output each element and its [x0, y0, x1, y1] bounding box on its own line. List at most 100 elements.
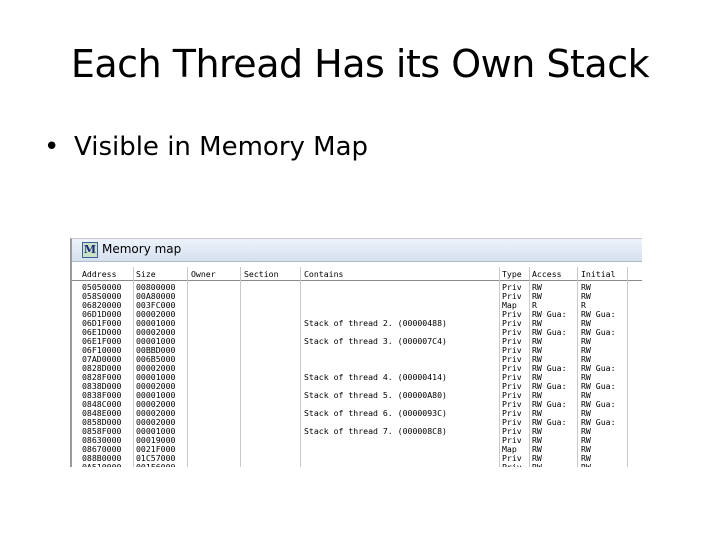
- column-header-type[interactable]: Type: [502, 269, 522, 279]
- column-header-section[interactable]: Section: [244, 269, 279, 279]
- cell-type: Priv: [502, 363, 522, 373]
- cell-size: 00001000: [136, 336, 176, 346]
- cell-access: RW Gua:: [532, 363, 567, 373]
- cell-address: 0828D000: [82, 363, 122, 373]
- cell-type: Priv: [502, 417, 522, 427]
- cell-access: RW: [532, 336, 542, 346]
- cell-size: 00001000: [136, 318, 176, 328]
- column-header-size[interactable]: Size: [136, 269, 156, 279]
- cell-address: 05050000: [82, 282, 122, 292]
- column-gridline: [133, 267, 134, 467]
- bullet-dot: •: [44, 132, 60, 162]
- bullet-item: • Visible in Memory Map: [44, 132, 368, 162]
- cell-address: 0848C000: [82, 399, 122, 409]
- cell-type: Priv: [502, 372, 522, 382]
- cell-initial: RW Gua:: [581, 381, 616, 391]
- cell-contains: Stack of thread 7. (000008C8): [304, 426, 447, 436]
- cell-type: Priv: [502, 345, 522, 355]
- cell-address: 06D1F000: [82, 318, 122, 328]
- cell-size: 00002000: [136, 363, 176, 373]
- cell-access: RW: [532, 408, 542, 418]
- cell-size: 00002000: [136, 417, 176, 427]
- cell-size: 01C57000: [136, 453, 176, 463]
- cell-contains: Stack of thread 3. (000007C4): [304, 336, 447, 346]
- table-row[interactable]: 0848E000 00002000 Stack of thread 6. (0000…: [72, 409, 642, 418]
- cell-access: RW: [532, 453, 542, 463]
- cell-access: RW: [532, 282, 542, 292]
- cell-address: 06820000: [82, 300, 122, 310]
- cell-size: 00001000: [136, 426, 176, 436]
- column-gridline: [627, 267, 628, 467]
- cell-access: RW: [532, 435, 542, 445]
- cell-type: Priv: [502, 453, 522, 463]
- cell-size: 00002000: [136, 408, 176, 418]
- cell-initial: RW: [581, 318, 591, 328]
- cell-address: 06E1D000: [82, 327, 122, 337]
- memory-map-window: M Memory map Address Size Owner Section …: [70, 238, 642, 467]
- column-gridline: [529, 267, 530, 467]
- cell-type: Priv: [502, 291, 522, 301]
- bullet-text: Visible in Memory Map: [74, 132, 369, 162]
- window-title: Memory map: [102, 242, 182, 256]
- cell-initial: RW: [581, 282, 591, 292]
- column-header-access[interactable]: Access: [532, 269, 562, 279]
- table-row[interactable]: 06D1F000 00001000 Stack of thread 2. (0000…: [72, 319, 642, 328]
- cell-address: 06D1D000: [82, 309, 122, 319]
- cell-address: 06E1F000: [82, 336, 122, 346]
- column-header-row: Address Size Owner Section Contains Type…: [72, 268, 642, 281]
- cell-size: 0021F000: [136, 444, 176, 454]
- cell-initial: RW: [581, 453, 591, 463]
- column-header-address[interactable]: Address: [82, 269, 117, 279]
- cell-contains: Stack of thread 6. (0000093C): [304, 408, 447, 418]
- window-titlebar[interactable]: M Memory map: [72, 239, 642, 262]
- cell-address: 07AD0000: [82, 354, 122, 364]
- cell-address: 0A510000: [82, 462, 122, 468]
- column-header-initial[interactable]: Initial: [581, 269, 616, 279]
- cell-type: Priv: [502, 318, 522, 328]
- column-header-owner[interactable]: Owner: [191, 269, 216, 279]
- column-gridline: [499, 267, 500, 467]
- cell-initial: RW: [581, 435, 591, 445]
- cell-initial: RW: [581, 291, 591, 301]
- cell-contains: Stack of thread 2. (00000488): [304, 318, 447, 328]
- cell-access: RW: [532, 354, 542, 364]
- cell-initial: RW Gua:: [581, 417, 616, 427]
- cell-access: RW: [532, 426, 542, 436]
- table-row[interactable]: 06E1F000 00001000 Stack of thread 3. (0000…: [72, 337, 642, 346]
- cell-access: RW: [532, 462, 542, 468]
- cell-size: 00002000: [136, 399, 176, 409]
- cell-initial: RW: [581, 426, 591, 436]
- memory-map-icon: M: [82, 242, 98, 258]
- cell-type: Priv: [502, 399, 522, 409]
- cell-address: 08630000: [82, 435, 122, 445]
- column-header-contains[interactable]: Contains: [304, 269, 344, 279]
- cell-type: Map: [502, 444, 517, 454]
- cell-address: 0838D000: [82, 381, 122, 391]
- cell-address: 0848E000: [82, 408, 122, 418]
- cell-size: 00002000: [136, 327, 176, 337]
- cell-address: 06F10000: [82, 345, 122, 355]
- cell-address: 0838F000: [82, 390, 122, 400]
- column-gridline: [300, 267, 301, 467]
- cell-access: RW: [532, 291, 542, 301]
- cell-initial: RW: [581, 354, 591, 364]
